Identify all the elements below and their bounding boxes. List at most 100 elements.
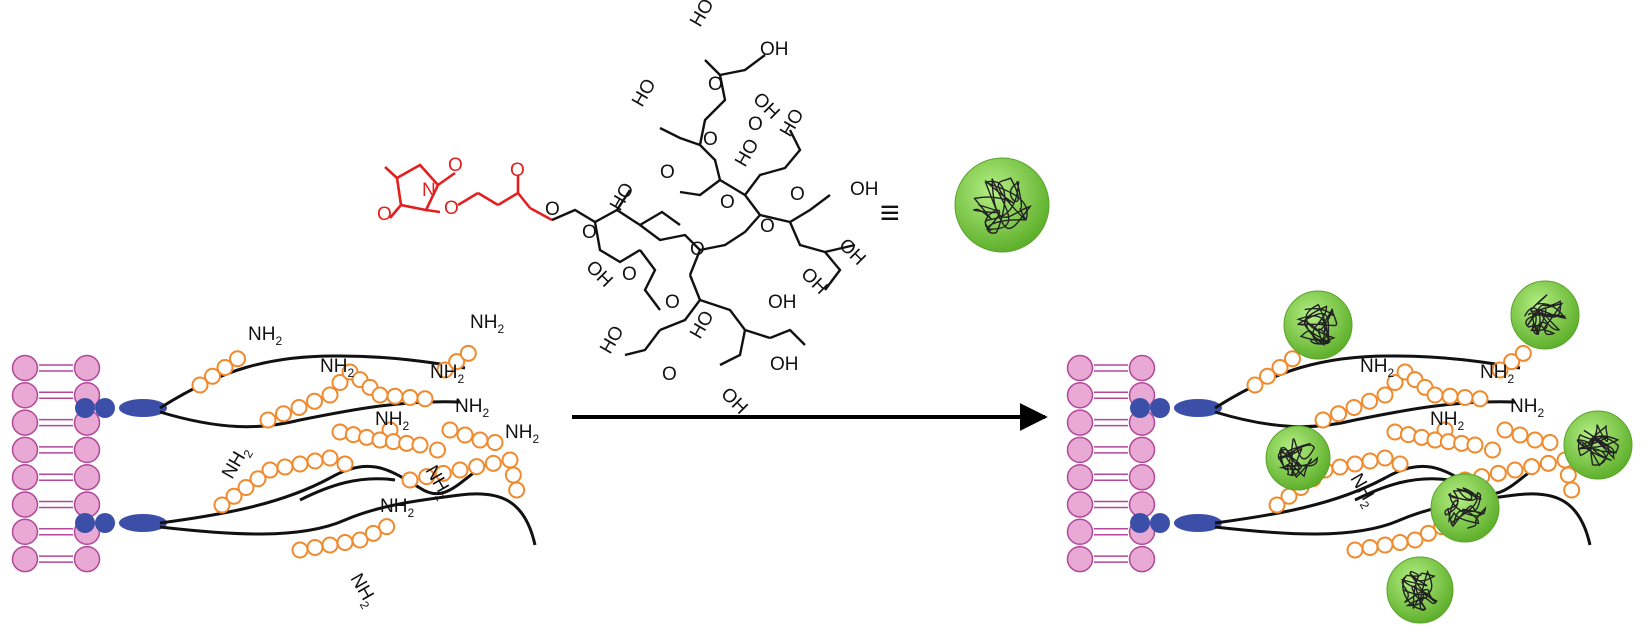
glycan-bead <box>331 374 349 391</box>
glycan-bead <box>291 541 309 559</box>
lipid-head <box>1066 491 1094 518</box>
glycan-bead <box>276 458 294 476</box>
glycan-bead <box>436 361 454 379</box>
amine-label: NH2 <box>320 356 354 380</box>
glycan-bead <box>1346 541 1364 559</box>
glycan-bead <box>191 376 209 394</box>
glycan-bead <box>321 536 339 554</box>
atom-label: O <box>690 239 705 260</box>
glycan-bead <box>204 367 221 385</box>
glycan-bead <box>275 405 292 423</box>
glycan-bead <box>1376 536 1394 554</box>
glycan-bead <box>225 487 243 505</box>
glycan-bead <box>1514 344 1532 362</box>
lipid-head <box>1128 354 1156 382</box>
atom-label: HO <box>596 322 628 357</box>
anchor-domain <box>119 399 167 417</box>
lipid-bilayer-left <box>11 354 101 573</box>
glycan-bead <box>1331 458 1349 476</box>
glycan-bead <box>434 464 452 482</box>
atom-label: O <box>708 74 723 95</box>
amine-label: NH2 <box>375 409 409 433</box>
glycan-bead <box>1361 392 1378 410</box>
lipid-head <box>11 409 39 436</box>
amine-label: NH2 <box>505 422 539 446</box>
atom-label: O <box>703 129 718 150</box>
glycan-bead <box>1441 387 1459 405</box>
lipid-head <box>1066 545 1094 573</box>
lipid-head <box>1066 463 1094 491</box>
glycan-bead <box>468 458 486 476</box>
glycan-bead <box>411 436 429 454</box>
anchor-bead <box>1150 398 1170 418</box>
glycan-bead <box>291 455 309 473</box>
glycan-bead <box>1489 464 1507 482</box>
glycan-bead <box>290 399 308 416</box>
glycan-bead <box>378 518 396 536</box>
glycan-bead <box>504 466 522 484</box>
anchor-domain <box>119 514 167 532</box>
glycan-bead <box>1376 449 1394 467</box>
atom-label: OH <box>834 235 869 270</box>
lipid-head <box>73 545 101 573</box>
glycan-bead <box>456 426 474 444</box>
polyglycerol-bonds <box>551 54 856 367</box>
amine-label: NH2 <box>343 570 381 612</box>
amine-label: NH2 <box>470 312 504 336</box>
glycan-bead <box>1539 454 1557 472</box>
amine-label: NH2 <box>248 324 282 348</box>
polyglycerol-particle <box>954 157 1050 253</box>
atom-label: OH <box>770 354 799 375</box>
glycan-bead <box>1426 386 1444 404</box>
glycan-bead <box>401 471 419 489</box>
ester-o-label: O <box>444 198 459 219</box>
glycan-bead <box>471 431 489 449</box>
glycan-bead <box>441 421 459 439</box>
glycan-bead <box>336 534 354 551</box>
atom-label: O <box>720 192 735 213</box>
glycan-bead <box>1391 534 1409 551</box>
glycan-bead <box>508 481 526 499</box>
lipid-head <box>11 518 39 546</box>
glycan-bead <box>1506 461 1524 479</box>
glycan-bead <box>1386 374 1404 391</box>
atom-label: OH <box>796 264 831 299</box>
glycan-bead <box>418 468 436 486</box>
atom-label: O <box>545 199 560 220</box>
lipid-head <box>73 436 101 464</box>
anchor-domain <box>1174 399 1222 417</box>
glycan-bead <box>448 353 466 371</box>
glycan-bead <box>321 449 339 467</box>
glycan-bead <box>1361 452 1379 470</box>
glycan-bead <box>1346 455 1364 473</box>
amine-label: NH2 <box>1360 356 1394 380</box>
anchor-bead <box>95 398 115 418</box>
glycan-bead <box>401 389 419 406</box>
anchor-bead <box>75 398 95 418</box>
glycan-bead <box>261 461 279 479</box>
glycan-bead <box>259 411 277 429</box>
glycan-bead <box>386 387 404 405</box>
lipid-head <box>11 463 39 491</box>
lipid-head <box>11 354 39 382</box>
nhs-atom-labels: O O N O O <box>377 155 525 225</box>
polyglycerol-particle <box>1283 290 1353 360</box>
membrane-anchors-left <box>75 398 167 533</box>
nitrogen-label: N <box>422 180 436 201</box>
lipid-head <box>11 491 39 518</box>
glycan-bead <box>459 344 477 362</box>
glycan-bead <box>1526 431 1544 449</box>
glycan-bead <box>486 434 504 451</box>
lipid-head <box>73 463 101 491</box>
glycan-bead <box>371 386 389 404</box>
lipid-head <box>11 382 39 409</box>
glycan-chains-left <box>191 344 526 559</box>
lipid-head <box>1128 545 1156 573</box>
glycan-bead <box>364 524 382 542</box>
anchor-bead <box>95 513 115 533</box>
glycan-bead <box>1456 389 1474 406</box>
glycan-bead <box>1491 361 1509 379</box>
